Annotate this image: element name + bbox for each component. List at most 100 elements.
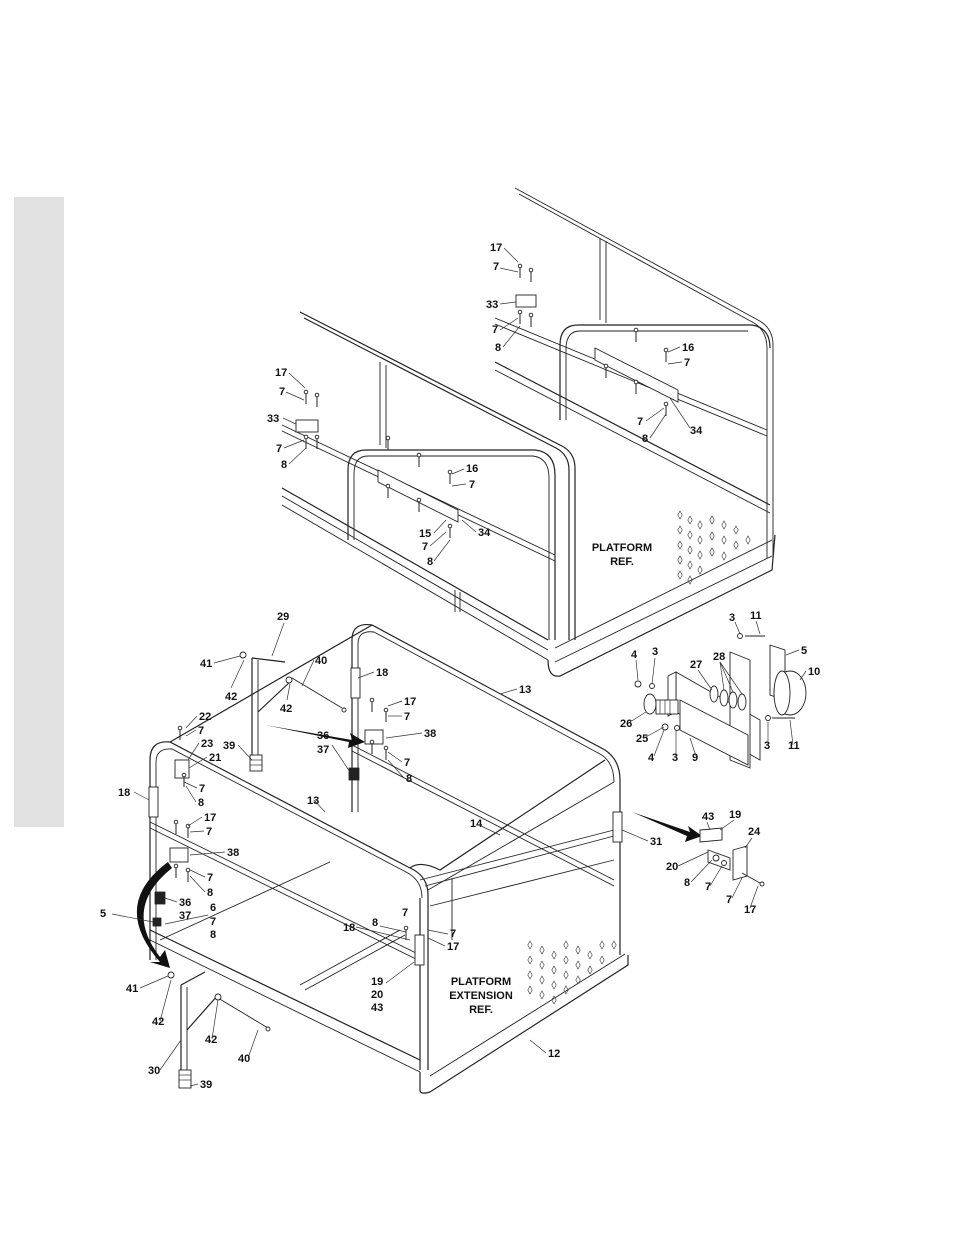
callout: 10 — [808, 666, 820, 678]
callout: 17 — [490, 242, 502, 254]
callout: 31 — [650, 836, 662, 848]
callout: 7 — [422, 541, 428, 553]
callout: 7 — [198, 725, 204, 737]
callout-labels: PLATFORM REF. PLATFORM EXTENSION REF. 17… — [100, 242, 820, 1091]
callout: 20 — [371, 989, 383, 1001]
callout: 18 — [118, 787, 130, 799]
extension-ref-line-1: PLATFORM — [451, 976, 511, 988]
callout: 24 — [748, 826, 761, 838]
callout: 42 — [205, 1034, 217, 1046]
callout: 8 — [210, 929, 216, 941]
callout: 19 — [729, 809, 741, 821]
callout: 13 — [307, 795, 319, 807]
callout: 34 — [690, 425, 703, 437]
callout: 8 — [427, 556, 433, 568]
callout: 4 — [648, 752, 655, 764]
callout: 36 — [179, 897, 191, 909]
callout: 7 — [726, 894, 732, 906]
extension-ref-line-2: EXTENSION — [449, 990, 513, 1002]
callout: 43 — [371, 1002, 383, 1014]
tread-pattern-platform — [678, 511, 750, 584]
callout: 7 — [684, 357, 690, 369]
callout: 16 — [466, 463, 478, 475]
callout: 42 — [225, 691, 237, 703]
callout: 7 — [492, 324, 498, 336]
callout: 36 — [317, 730, 329, 742]
callout: 23 — [201, 738, 213, 750]
platform-ref-line-1: PLATFORM — [592, 542, 652, 554]
callout: 25 — [636, 733, 648, 745]
callout: 18 — [343, 922, 355, 934]
callout: 18 — [376, 667, 388, 679]
callout: 7 — [450, 928, 456, 940]
callout: 12 — [548, 1048, 560, 1060]
callout: 3 — [652, 646, 658, 658]
callout: 17 — [744, 904, 756, 916]
callout: 19 — [371, 976, 383, 988]
callout: 22 — [199, 711, 211, 723]
callout: 17 — [275, 367, 287, 379]
callout: 42 — [280, 703, 292, 715]
callout: 8 — [495, 342, 501, 354]
callout: 41 — [200, 658, 212, 670]
callout: 8 — [406, 773, 412, 785]
callout: 7 — [404, 757, 410, 769]
callout: 7 — [199, 783, 205, 795]
callout: 13 — [519, 684, 531, 696]
callout: 40 — [315, 655, 327, 667]
callout: 8 — [372, 917, 378, 929]
callout: 40 — [238, 1053, 250, 1065]
callout: 28 — [713, 651, 725, 663]
extension-ref-line-3: REF. — [469, 1004, 493, 1016]
callout: 7 — [493, 261, 499, 273]
callout: 43 — [702, 811, 714, 823]
callout: 15 — [419, 528, 431, 540]
callout: 7 — [402, 907, 408, 919]
callout: 27 — [690, 659, 702, 671]
callout: 7 — [207, 872, 213, 884]
callout: 7 — [469, 479, 475, 491]
callout: 17 — [447, 941, 459, 953]
tread-pattern-extension — [528, 941, 616, 1004]
callout: 3 — [729, 612, 735, 624]
callout: 39 — [200, 1079, 212, 1091]
callout: 8 — [684, 877, 690, 889]
callout: 7 — [210, 916, 216, 928]
callout: 7 — [404, 711, 410, 723]
callout: 30 — [148, 1065, 160, 1077]
callout: 8 — [642, 433, 648, 445]
callout: 29 — [277, 611, 289, 623]
callout: 39 — [223, 740, 235, 752]
callout: 17 — [404, 696, 416, 708]
callout: 14 — [470, 818, 483, 830]
callout: 5 — [100, 908, 106, 920]
platform-ref-line-2: REF. — [610, 556, 634, 568]
callout: 8 — [207, 887, 213, 899]
callout: 21 — [209, 752, 221, 764]
callout: 7 — [637, 416, 643, 428]
callout: 41 — [126, 983, 138, 995]
callout: 4 — [631, 649, 638, 661]
callout: 7 — [279, 386, 285, 398]
callout: 8 — [281, 459, 287, 471]
callout: 7 — [276, 443, 282, 455]
callout: 37 — [179, 910, 191, 922]
callout: 42 — [152, 1016, 164, 1028]
callout: 26 — [620, 718, 632, 730]
callout: 11 — [750, 610, 762, 622]
callout: 38 — [227, 847, 239, 859]
callout: 38 — [424, 728, 436, 740]
callout: 16 — [682, 342, 694, 354]
callout: 5 — [801, 645, 807, 657]
callout: 33 — [267, 413, 279, 425]
callout: 33 — [486, 299, 498, 311]
callout: 8 — [198, 797, 204, 809]
platform-extension-drawing — [149, 625, 628, 1094]
callout: 34 — [478, 527, 491, 539]
callout: 3 — [672, 752, 678, 764]
callout: 11 — [788, 740, 800, 752]
callout: 6 — [210, 902, 216, 914]
callout: 7 — [206, 826, 212, 838]
callout: 7 — [705, 881, 711, 893]
